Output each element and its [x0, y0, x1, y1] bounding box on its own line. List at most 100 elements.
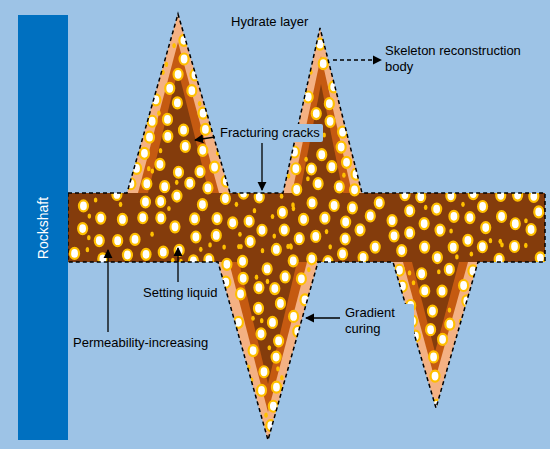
proppant-particle [292, 184, 301, 195]
proppant-particle [156, 196, 165, 207]
proppant-particle [270, 283, 279, 294]
setting-droplet [266, 279, 270, 284]
setting-droplet [159, 148, 163, 153]
callout-label: Gradient curing [342, 304, 414, 337]
proppant-particle [445, 319, 454, 330]
setting-droplet [455, 254, 459, 259]
setting-droplet [235, 202, 239, 207]
proppant-particle [428, 306, 437, 317]
setting-droplet [489, 238, 493, 243]
setting-droplet [307, 267, 311, 272]
proppant-particle [156, 212, 165, 223]
proppant-particle [311, 231, 320, 242]
proppant-particle [272, 382, 281, 393]
proppant-particle [325, 98, 334, 109]
setting-droplet [271, 214, 275, 219]
setting-droplet [322, 132, 326, 137]
proppant-particle [341, 216, 350, 227]
setting-droplet [280, 194, 284, 199]
proppant-particle [201, 124, 210, 135]
proppant-particle [196, 166, 205, 177]
proppant-particle [191, 232, 200, 243]
proppant-particles [70, 35, 545, 431]
proppant-particle [338, 248, 347, 259]
proppant-particle [96, 213, 105, 224]
proppant-particle [495, 254, 504, 265]
proppant-particle [330, 200, 339, 211]
setting-droplet [264, 413, 268, 418]
callout-label: Fracturing cracks [217, 124, 323, 142]
setting-droplet [342, 173, 346, 178]
setting-droplet [470, 251, 474, 256]
proppant-particle [163, 131, 172, 142]
proppant-particle [203, 182, 212, 193]
proppant-particle [160, 181, 169, 192]
proppant-particle [173, 97, 182, 108]
setting-droplet [287, 173, 291, 178]
proppant-particle [510, 241, 519, 252]
proppant-particle [221, 277, 230, 288]
proppant-particle [187, 85, 196, 96]
proppant-particle [366, 210, 375, 221]
setting-droplet [147, 166, 151, 171]
proppant-particle [118, 214, 127, 225]
proppant-particle [274, 335, 283, 346]
setting-droplet [253, 208, 257, 213]
setting-droplet [325, 229, 329, 234]
proppant-particle [420, 242, 429, 253]
setting-droplet [208, 242, 212, 247]
proppant-particle [145, 132, 154, 143]
setting-droplet [94, 197, 98, 202]
proppant-particle [238, 256, 247, 267]
proppant-particle [131, 234, 140, 245]
proppant-particle [78, 223, 87, 234]
setting-droplet [198, 101, 202, 106]
proppant-particle [478, 201, 487, 212]
proppant-particle [432, 400, 441, 411]
proppant-particle [481, 222, 490, 233]
proppant-particle [463, 235, 472, 246]
proppant-particle [276, 298, 285, 309]
setting-droplet [87, 235, 91, 240]
setting-droplet [172, 43, 176, 48]
proppant-particle [138, 212, 147, 223]
setting-droplet [165, 62, 169, 67]
setting-droplet [500, 242, 504, 247]
proppant-particle [459, 280, 468, 291]
proppant-particle [420, 218, 429, 229]
setting-droplet [239, 244, 243, 249]
proppant-particle [222, 259, 231, 270]
proppant-particle [185, 178, 194, 189]
proppant-particle [289, 311, 298, 322]
setting-droplet [119, 202, 123, 207]
setting-droplet [424, 205, 428, 210]
callout-label: Setting liquid [140, 284, 220, 302]
proppant-particle [259, 366, 268, 377]
setting-droplet [175, 180, 179, 185]
proppant-particle [222, 176, 231, 187]
proppant-particle [123, 250, 132, 261]
proppant-particle [511, 218, 520, 229]
proppant-particle [534, 206, 543, 217]
callout-label: Skeleton reconstruction body [382, 42, 546, 75]
proppant-particle [272, 244, 281, 255]
proppant-particle [212, 230, 221, 241]
proppant-particle [140, 148, 149, 159]
proppant-particle [429, 351, 438, 362]
proppant-particle [280, 225, 289, 236]
proppant-particle [497, 211, 506, 222]
proppant-particle [395, 265, 404, 276]
proppant-particle [297, 273, 306, 284]
proppant-particle [198, 199, 207, 210]
proppant-particle [257, 225, 266, 236]
node-label: Rockshaft [35, 196, 51, 258]
proppant-particle [308, 197, 317, 208]
proppant-particle [405, 227, 414, 238]
proppant-particle [190, 213, 199, 224]
proppant-particle [272, 352, 281, 363]
proppant-particle [342, 157, 351, 168]
proppant-particle [397, 245, 406, 256]
proppant-particle [174, 167, 183, 178]
proppant-particle [433, 252, 442, 263]
proppant-particle [388, 215, 397, 226]
